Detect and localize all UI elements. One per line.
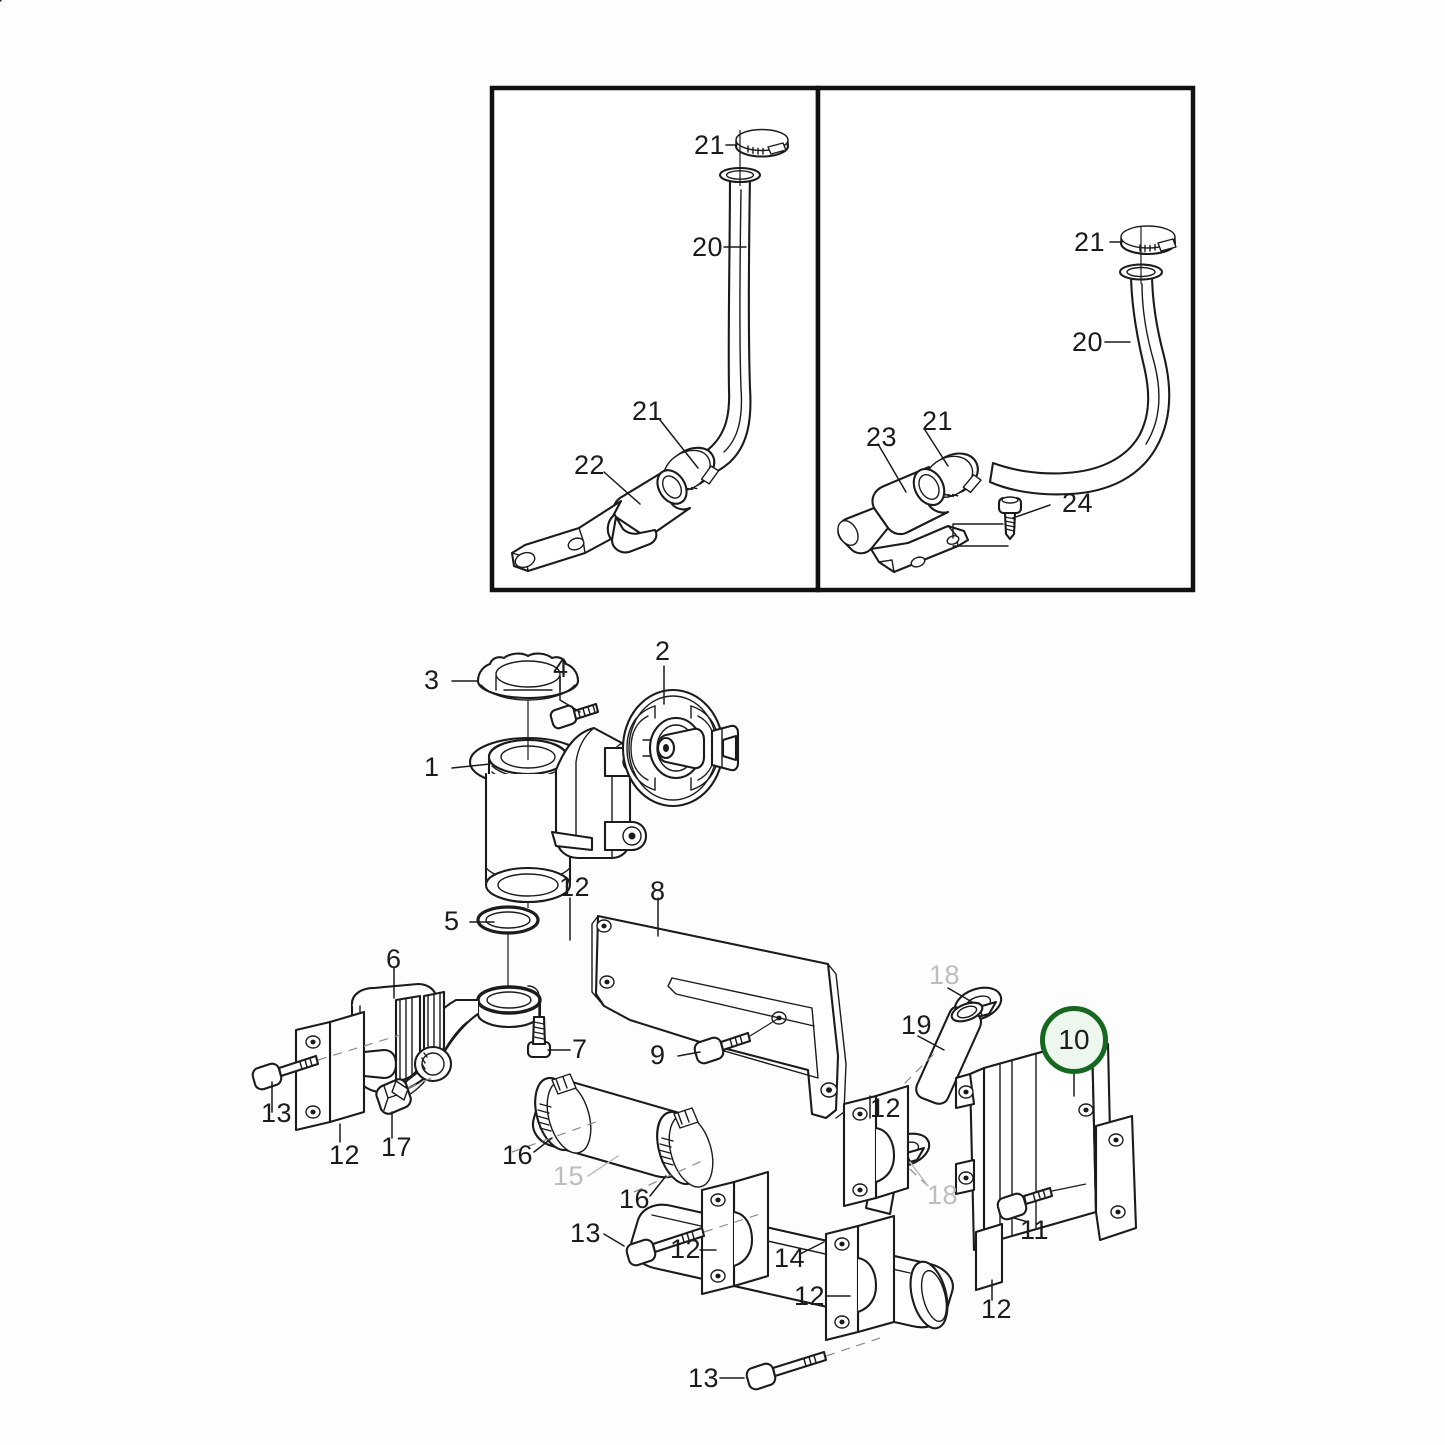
part-13-bolt-left — [251, 1034, 401, 1091]
leader-inset-left-21-lower — [659, 419, 699, 469]
part-2-thermostat — [621, 688, 740, 808]
leader-inset-left-22 — [603, 471, 641, 505]
leader-inset-right-21-lower — [924, 429, 949, 467]
callout-inset-left-21-top: 21 — [694, 130, 726, 160]
part-19-sleeve — [0, 0, 984, 1105]
callout-main-12e: 12 — [870, 1093, 902, 1123]
leader-inset-right-24 — [1012, 504, 1051, 519]
part-17-nut — [375, 1075, 437, 1115]
callout-main-12a: 12 — [559, 872, 591, 902]
inset-right-screw-24 — [997, 496, 1023, 541]
part-13-bolt-mid — [625, 1213, 761, 1267]
callout-main-3: 3 — [424, 665, 440, 695]
part-8-support-bracket — [591, 914, 847, 1120]
part-12-bracket-f — [974, 1222, 1004, 1292]
part-1-filler-neck — [468, 726, 648, 904]
callout-main-13a: 13 — [261, 1098, 293, 1128]
callout-main-18b: 18 — [927, 1180, 959, 1210]
highlight-badge-10[interactable]: 10 — [1040, 1006, 1108, 1074]
callout-main-5: 5 — [444, 906, 460, 936]
callout-main-11: 11 — [1020, 1215, 1050, 1245]
callout-main-7: 7 — [572, 1034, 588, 1064]
part-10-bracket — [954, 1036, 1138, 1252]
part-12-bracket-d — [824, 1214, 896, 1342]
leader-inset-right-23 — [877, 443, 907, 493]
callout-main-13c: 13 — [688, 1363, 720, 1393]
callout-main-1: 1 — [424, 752, 440, 782]
callout-main-19: 19 — [901, 1010, 933, 1040]
callout-main-12f: 12 — [981, 1294, 1013, 1324]
part-16-hose-clamp-left — [534, 1073, 592, 1154]
callout-inset-left-21-lower: 21 — [632, 396, 664, 426]
callout-main-6: 6 — [386, 944, 402, 974]
callout-main-16a: 16 — [502, 1140, 534, 1170]
callout-inset-right-24: 24 — [1062, 488, 1094, 518]
callout-main-12d: 12 — [794, 1281, 826, 1311]
part-5-seal-ring — [476, 905, 540, 935]
highlight-badge-label: 10 — [1058, 1024, 1090, 1055]
callout-main-18a: 18 — [929, 960, 961, 990]
inset-left-housing-22 — [510, 468, 692, 573]
callout-inset-left-20: 20 — [692, 232, 724, 262]
callout-main-14: 14 — [774, 1243, 806, 1273]
callout-inset-right-20: 20 — [1072, 327, 1104, 357]
part-12-bracket-c — [700, 1170, 770, 1296]
inset-left-clamp-top — [734, 128, 790, 158]
part-4-bolt — [549, 702, 600, 730]
callout-main-17: 17 — [381, 1132, 413, 1162]
callout-main-8: 8 — [650, 876, 666, 906]
part-9-bolt — [693, 1017, 780, 1065]
callout-main-15: 15 — [553, 1161, 585, 1191]
callout-inset-right-23: 23 — [866, 422, 898, 452]
callout-main-9: 9 — [650, 1040, 666, 1070]
main-leader-lines — [271, 665, 1075, 1379]
callout-main-12c: 12 — [670, 1234, 702, 1264]
callout-main-16b: 16 — [619, 1184, 651, 1214]
inset-right-clamp-top — [1119, 225, 1177, 256]
callout-main-12b: 12 — [329, 1140, 361, 1170]
part-3-filler-cap — [476, 652, 580, 701]
part-11-bolt — [996, 1183, 1087, 1221]
right-inset-content — [837, 225, 1177, 574]
left-inset-content — [510, 128, 790, 573]
part-16-hose-clamp-right — [656, 1107, 714, 1188]
inset-right-housing-23 — [837, 465, 1009, 574]
part-6-water-pipe — [294, 982, 542, 1132]
callout-main-2: 2 — [655, 636, 671, 666]
part-12-bracket-e — [842, 1084, 910, 1208]
callout-inset-right-21-top: 21 — [1074, 227, 1106, 257]
callout-main-13b: 13 — [570, 1218, 602, 1248]
callout-main-4: 4 — [553, 653, 569, 683]
callout-inset-left-22: 22 — [574, 450, 606, 480]
callout-inset-right-21-lower: 21 — [922, 406, 954, 436]
part-7-bolt — [526, 985, 552, 1059]
part-13-bolt-bottom — [745, 1335, 887, 1391]
